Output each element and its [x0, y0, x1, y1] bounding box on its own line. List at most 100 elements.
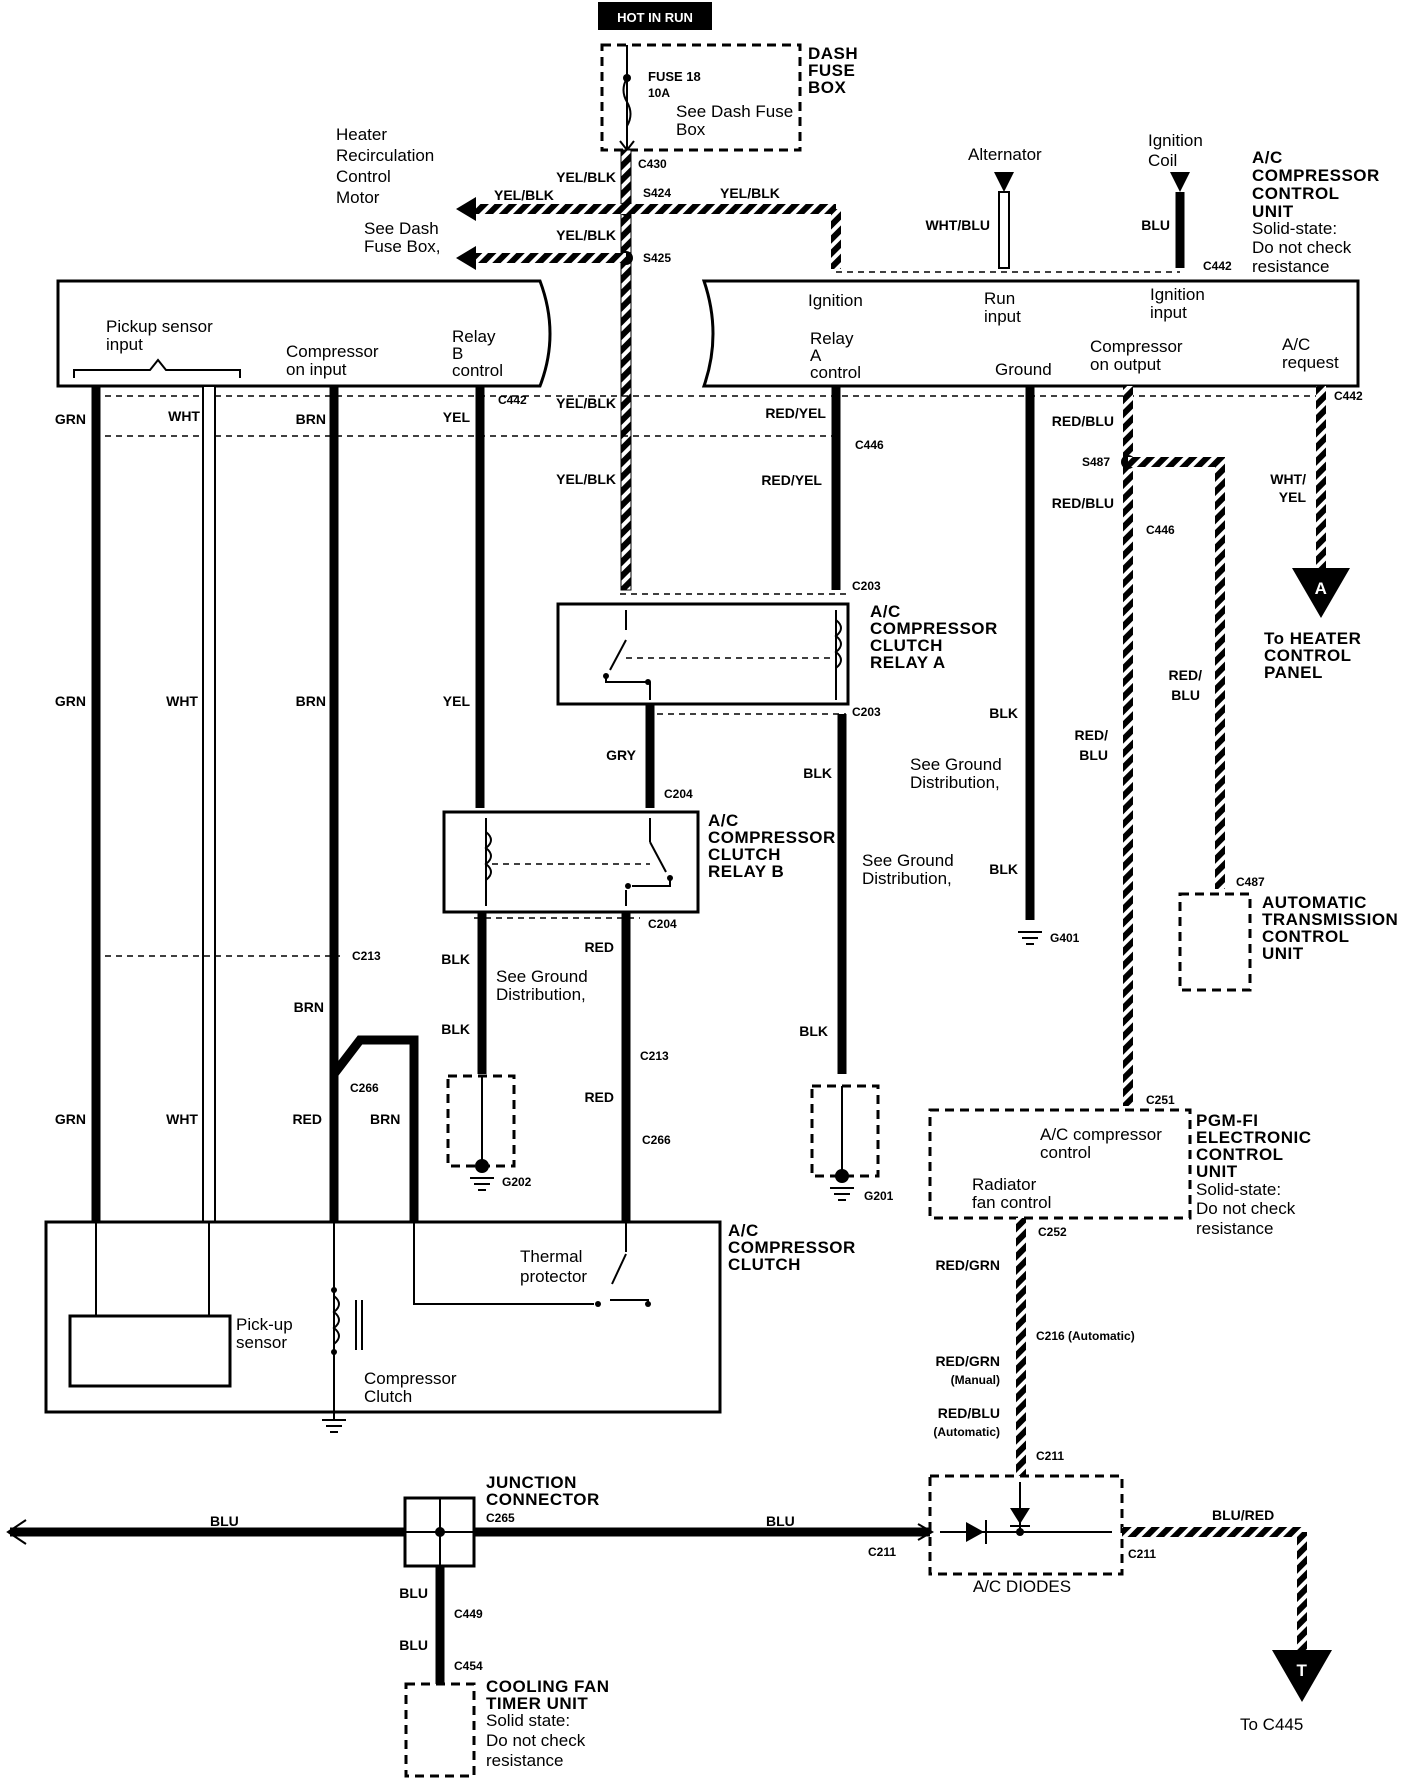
wire-red-left: RED [292, 1074, 339, 1222]
svg-text:COMPRESSOR: COMPRESSOR [870, 619, 998, 638]
wire-yel: YEL YEL [443, 386, 485, 808]
svg-text:C203: C203 [852, 705, 881, 719]
svg-text:BLK: BLK [989, 861, 1018, 877]
svg-text:fan control: fan control [972, 1193, 1051, 1212]
svg-text:PANEL: PANEL [1264, 663, 1323, 682]
wire-wht-yel: WHT/ YEL A To HEATER CONTROL PANEL [1264, 386, 1361, 682]
hot-in-run-banner: HOT IN RUN [598, 2, 712, 30]
ignition-coil-input: Ignition Coil BLU [1141, 131, 1203, 268]
svg-text:RED/: RED/ [1075, 727, 1109, 743]
svg-text:C454: C454 [454, 1659, 483, 1673]
svg-text:COMPRESSOR: COMPRESSOR [1252, 166, 1380, 185]
svg-text:BRN: BRN [296, 411, 326, 427]
svg-text:RED/YEL: RED/YEL [761, 472, 822, 488]
svg-text:RED/BLU: RED/BLU [1052, 495, 1114, 511]
atcu-box: AUTOMATIC TRANSMISSION CONTROL UNIT [1178, 892, 1398, 992]
svg-text:WHT: WHT [168, 408, 200, 424]
svg-text:A: A [1315, 579, 1328, 598]
control-unit-title: A/C COMPRESSOR CONTROL UNIT Solid-state:… [1252, 148, 1380, 276]
svg-text:RELAY B: RELAY B [708, 862, 784, 881]
svg-text:RELAY A: RELAY A [870, 653, 946, 672]
svg-text:A: A [810, 346, 822, 365]
svg-text:C204: C204 [648, 917, 677, 931]
svg-text:WHT/: WHT/ [1270, 471, 1306, 487]
svg-text:sensor: sensor [236, 1333, 287, 1352]
ground-g201: G201 [810, 1084, 894, 1203]
svg-text:PGM-FI: PGM-FI [1196, 1111, 1259, 1130]
svg-text:To HEATER: To HEATER [1264, 629, 1361, 648]
svg-text:See Dash Fuse: See Dash Fuse [676, 102, 793, 121]
svg-text:Fuse Box,: Fuse Box, [364, 237, 441, 256]
svg-text:RED: RED [584, 1089, 614, 1105]
svg-text:WHT: WHT [166, 693, 198, 709]
svg-text:Recirculation: Recirculation [336, 146, 434, 165]
svg-text:10A: 10A [648, 86, 670, 100]
svg-text:YEL/BLK: YEL/BLK [556, 227, 616, 243]
ground-g202: G202 [446, 1074, 532, 1191]
svg-text:C442: C442 [1203, 259, 1232, 273]
svg-text:(Manual): (Manual) [951, 1373, 1000, 1387]
wire-wht: WHT WHT WHT [166, 385, 216, 1223]
wire-blu-bottom: BLU BLU [6, 1513, 935, 1545]
svg-text:GRN: GRN [55, 693, 86, 709]
svg-text:CLUTCH: CLUTCH [728, 1255, 801, 1274]
svg-text:BRN: BRN [294, 999, 324, 1015]
svg-text:BLU: BLU [399, 1585, 428, 1601]
svg-text:ELECTRONIC: ELECTRONIC [1196, 1128, 1312, 1147]
svg-text:Relay: Relay [452, 327, 496, 346]
svg-text:request: request [1282, 353, 1339, 372]
svg-text:input: input [106, 335, 143, 354]
svg-text:BLU: BLU [1141, 217, 1170, 233]
wire-blu-fan-timer: BLU C449 BLU C454 [399, 1566, 483, 1684]
svg-text:BLU: BLU [1171, 687, 1200, 703]
svg-text:RED: RED [292, 1111, 322, 1127]
svg-text:YEL/BLK: YEL/BLK [720, 185, 780, 201]
svg-text:YEL/BLK: YEL/BLK [556, 395, 616, 411]
svg-text:C266: C266 [642, 1133, 671, 1147]
svg-text:YEL/BLK: YEL/BLK [494, 187, 554, 203]
left-unit-body: Pickup sensor input Compressor on input … [56, 279, 552, 388]
svg-text:YEL/BLK: YEL/BLK [556, 169, 616, 185]
svg-text:AUTOMATIC: AUTOMATIC [1262, 893, 1367, 912]
cooling-fan-timer: COOLING FAN TIMER UNIT Solid state: Do n… [404, 1677, 609, 1778]
svg-text:resistance: resistance [486, 1751, 563, 1770]
svg-text:To C445: To C445 [1240, 1715, 1303, 1734]
svg-text:C204: C204 [664, 787, 693, 801]
svg-text:Compressor: Compressor [286, 342, 379, 361]
svg-text:See Ground: See Ground [910, 755, 1002, 774]
svg-text:C442: C442 [1334, 389, 1363, 403]
svg-text:WHT: WHT [166, 1111, 198, 1127]
svg-text:Heater: Heater [336, 125, 387, 144]
relay-b: A/C COMPRESSOR CLUTCH RELAY B [442, 810, 835, 914]
svg-text:YEL: YEL [1279, 489, 1307, 505]
svg-text:Relay: Relay [810, 329, 854, 348]
svg-text:Radiator: Radiator [972, 1175, 1037, 1194]
control-unit-body: Ignition Run input Ignition input Relay … [701, 279, 1360, 388]
svg-text:resistance: resistance [1196, 1219, 1273, 1238]
svg-text:BLU: BLU [210, 1513, 239, 1529]
svg-text:T: T [1297, 1661, 1308, 1680]
svg-text:resistance: resistance [1252, 257, 1329, 276]
svg-text:Do not check: Do not check [1196, 1199, 1296, 1218]
svg-text:BOX: BOX [808, 78, 847, 97]
svg-text:BLU/RED: BLU/RED [1212, 1507, 1274, 1523]
svg-text:CONTROL: CONTROL [1264, 646, 1352, 665]
svg-text:Run: Run [984, 289, 1015, 308]
svg-text:A/C: A/C [1282, 335, 1310, 354]
svg-text:C213: C213 [640, 1049, 669, 1063]
svg-text:Do not check: Do not check [1252, 238, 1352, 257]
svg-text:Solid state:: Solid state: [486, 1711, 570, 1730]
svg-text:S424: S424 [643, 186, 671, 200]
svg-text:BLK: BLK [989, 705, 1018, 721]
svg-text:GRY: GRY [606, 747, 636, 763]
wire-brn: BRN BRN BRN [294, 386, 339, 1074]
svg-text:G202: G202 [502, 1175, 532, 1189]
svg-text:on input: on input [286, 360, 347, 379]
ignition-feed-branch: YEL/BLK [626, 185, 841, 269]
svg-text:BLK: BLK [441, 951, 470, 967]
compressor-clutch: Pick-up sensor Compressor Clutch Thermal… [44, 1220, 855, 1433]
svg-text:Coil: Coil [1148, 151, 1177, 170]
svg-text:C446: C446 [1146, 523, 1175, 537]
svg-text:Solid-state:: Solid-state: [1196, 1180, 1281, 1199]
